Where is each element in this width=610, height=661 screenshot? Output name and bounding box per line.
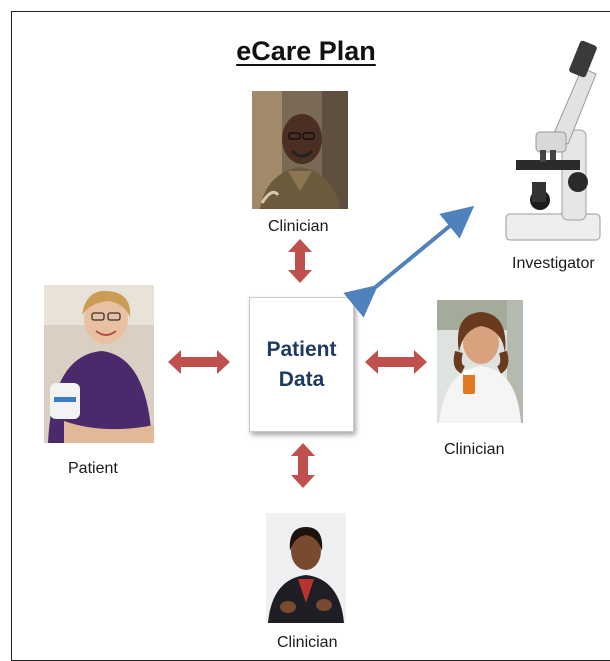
diagram-title: eCare Plan bbox=[236, 36, 376, 66]
arrow-top bbox=[288, 239, 312, 283]
clinician-top-label: Clinician bbox=[268, 218, 329, 235]
clinician-man-photo bbox=[252, 91, 348, 209]
clinician-bottom-label: Clinician bbox=[277, 634, 338, 651]
clinician-woman-lab-photo bbox=[437, 300, 523, 423]
arrow-investigator bbox=[343, 205, 475, 318]
microscope-icon bbox=[492, 40, 604, 246]
patient-label: Patient bbox=[68, 460, 118, 477]
clinician-woman-photo bbox=[266, 513, 346, 623]
clinician-right-label: Clinician bbox=[444, 441, 505, 458]
arrow-right bbox=[365, 350, 427, 374]
arrow-left bbox=[168, 350, 230, 374]
patient-data-box: Patient Data bbox=[249, 297, 354, 432]
patient-woman-photo bbox=[44, 285, 154, 443]
investigator-label: Investigator bbox=[512, 255, 595, 272]
center-line-2: Data bbox=[278, 367, 325, 391]
arrow-bottom bbox=[291, 443, 315, 488]
center-line-1: Patient bbox=[266, 337, 337, 361]
